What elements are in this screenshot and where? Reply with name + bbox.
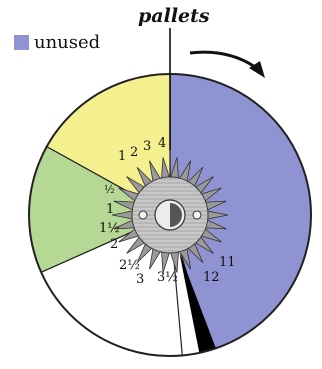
label-3: 3 [143, 139, 151, 154]
gear-hub-mark [170, 203, 182, 227]
legend: unused [14, 32, 100, 53]
label-1-half: 1½ [99, 221, 120, 236]
label-2-half: 2½ [119, 258, 140, 273]
legend-swatch [14, 35, 29, 50]
label-4: 4 [158, 136, 166, 151]
gear-pin [138, 210, 148, 220]
label-12: 12 [203, 270, 220, 285]
label-2: 2 [130, 145, 138, 160]
label-1: 1 [118, 149, 126, 164]
label-1b: 1 [106, 202, 114, 217]
diagram-title: pallets [138, 5, 210, 27]
arrow-head [249, 61, 265, 78]
label-11: 11 [219, 255, 236, 270]
gear-pin [192, 210, 202, 220]
label-3-half: 3½ [157, 270, 178, 285]
label-2b: 2 [110, 237, 118, 252]
label-half: ½ [104, 183, 115, 196]
black-wedge [179, 251, 216, 353]
legend-label: unused [34, 32, 101, 53]
label-3b: 3 [136, 272, 144, 287]
gear-icon [111, 157, 229, 273]
